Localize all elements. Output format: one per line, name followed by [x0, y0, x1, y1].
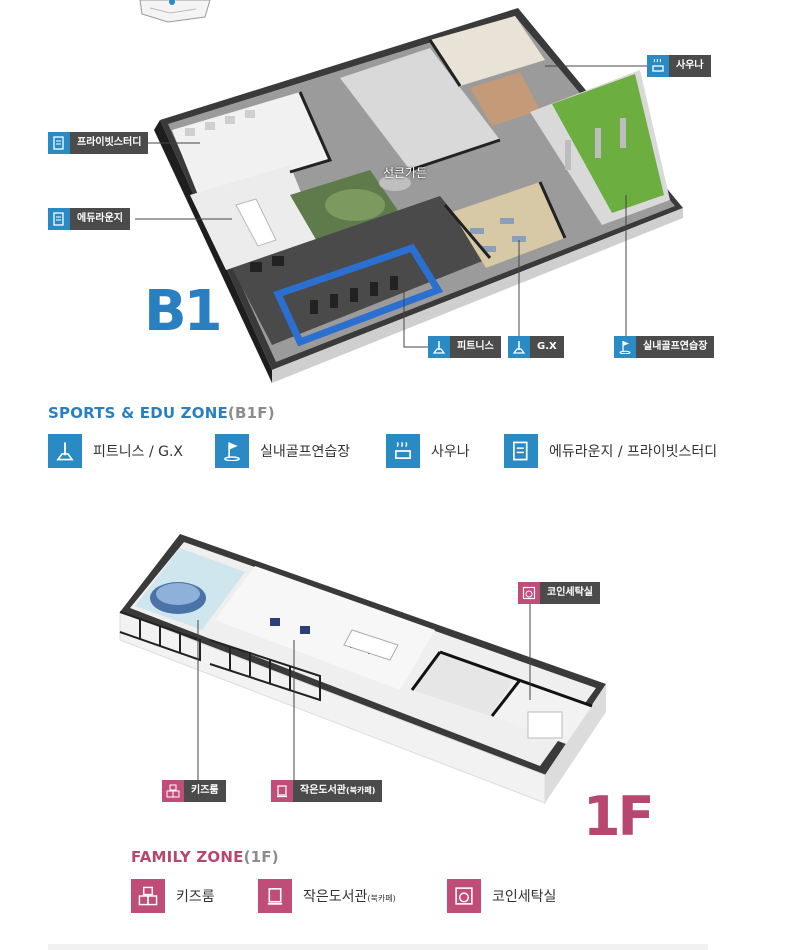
fitness-icon: [428, 336, 450, 358]
b1-leader-lines: [135, 65, 647, 348]
callout-label-sub: (북카페): [346, 786, 376, 795]
book-icon: [271, 780, 293, 802]
b1-zone-title: SPORTS & EDU ZONE(B1F): [48, 404, 275, 422]
book-icon: [258, 879, 292, 913]
abc-blocks-icon: [131, 879, 165, 913]
document-icon: [48, 208, 70, 230]
legend-fitness-gx: 피트니스 / G.X: [48, 434, 183, 468]
sauna-icon: [647, 55, 669, 77]
zone-title-sub: (1F): [243, 848, 279, 866]
bottom-divider: [48, 944, 708, 950]
sauna-icon: [386, 434, 420, 468]
golf-flag-icon: [215, 434, 249, 468]
legend-edu-study: 에듀라운지 / 프라이빗스터디: [504, 434, 717, 468]
washing-machine-icon: [447, 879, 481, 913]
fitness-icon: [48, 434, 82, 468]
callout-label: 프라이빗스터디: [70, 132, 149, 154]
document-icon: [48, 132, 70, 154]
callout-label: 코인세탁실: [540, 582, 600, 604]
f1-zone-title: FAMILY ZONE(1F): [131, 848, 279, 866]
callout-coin-laundry: 코인세탁실: [518, 582, 600, 604]
zone-title-text: SPORTS & EDU ZONE: [48, 404, 228, 422]
callout-label: 에듀라운지: [70, 208, 130, 230]
callout-gx: G.X: [508, 336, 564, 358]
zone-title-sub: (B1F): [227, 404, 275, 422]
callout-sauna: 사우나: [647, 55, 711, 77]
b1-building: [154, 8, 683, 383]
legend-label: 작은도서관(북카페): [303, 886, 396, 906]
document-icon: [504, 434, 538, 468]
b1-floor-label: B1: [144, 279, 223, 344]
f1-floor-label: 1F: [583, 785, 654, 848]
legend-label-sub: (북카페): [367, 894, 396, 903]
legend-sauna: 사우나: [386, 434, 470, 468]
callout-kids-room: 키즈룸: [162, 780, 226, 802]
legend-label: 실내골프연습장: [260, 444, 351, 460]
f1-leader-lines: [197, 604, 531, 780]
sunken-garden-label: 선큰가든: [383, 166, 428, 180]
legend-label: 에듀라운지 / 프라이빗스터디: [549, 444, 718, 460]
callout-label: 피트니스: [450, 336, 501, 358]
legend-small-library: 작은도서관(북카페): [258, 879, 396, 913]
callout-label: 실내골프연습장: [636, 336, 715, 358]
abc-blocks-icon: [162, 780, 184, 802]
legend-label: 키즈룸: [176, 889, 215, 905]
legend-label: 사우나: [431, 444, 470, 460]
legend-label-main: 작은도서관: [303, 889, 368, 905]
legend-coin-laundry: 코인세탁실: [447, 879, 556, 913]
golf-flag-icon: [614, 336, 636, 358]
callout-small-library: 작은도서관(북카페): [271, 780, 383, 802]
callout-private-study: 프라이빗스터디: [48, 132, 149, 154]
callout-label: 사우나: [669, 55, 711, 77]
legend-label: 피트니스 / G.X: [93, 444, 184, 460]
callout-fitness: 피트니스: [428, 336, 501, 358]
callout-label: G.X: [530, 336, 564, 358]
legend-label: 코인세탁실: [492, 889, 557, 905]
legend-kids-room: 키즈룸: [131, 879, 215, 913]
callout-label: 작은도서관(북카페): [293, 780, 383, 802]
callout-edu-lounge: 에듀라운지: [48, 208, 130, 230]
callout-label: 키즈룸: [184, 780, 226, 802]
callout-indoor-golf: 실내골프연습장: [614, 336, 715, 358]
legend-indoor-golf: 실내골프연습장: [215, 434, 350, 468]
key-plan-thumbnail: [139, 0, 211, 23]
fitness-icon: [508, 336, 530, 358]
washing-machine-icon: [518, 582, 540, 604]
zone-title-text: FAMILY ZONE: [131, 848, 244, 866]
callout-label-main: 작은도서관: [300, 785, 346, 796]
f1-building: [119, 534, 606, 804]
